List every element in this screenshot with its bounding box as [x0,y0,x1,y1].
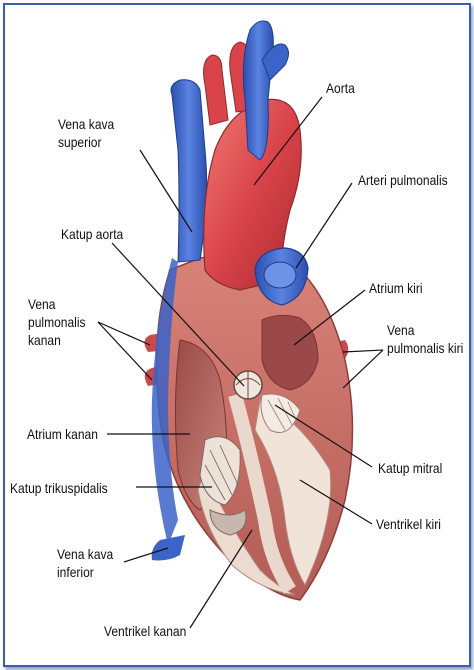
label-vena-pulmonalis-kiri-line2: pulmonalis kiri [387,340,464,356]
label-aorta: Aorta [326,80,355,96]
ventrikel-kiri-wall [254,399,332,587]
label-vena-pulmonalis-kanan-line3: kanan [28,332,61,348]
label-katup-aorta: Katup aorta [61,226,124,242]
katup-aorta-valve [233,370,263,400]
vena-kava-superior-vessel [170,79,208,263]
label-ventrikel-kanan: Ventrikel kanan [104,623,187,639]
label-katup-trikuspidalis: Katup trikuspidalis [10,480,108,496]
label-atrium-kanan: Atrium kanan [27,426,98,442]
atrium-kiri-cavity [261,314,319,391]
leader-lines [97,96,384,629]
label-vena-kava-superior-line1: Vena kava [58,116,115,132]
label-vena-kava-superior-line2: superior [58,134,102,150]
label-katup-mitral: Katup mitral [378,460,443,476]
katup-trikuspidalis-valve [199,436,247,536]
label-vena-kava-inferior-line2: inferior [57,564,94,580]
vena-kava-inferior-vessel [151,535,185,561]
label-ventrikel-kiri: Ventrikel kiri [376,516,441,532]
label-vena-pulmonalis-kiri-line1: Vena [387,322,415,338]
label-vena-pulmonalis-kanan-line1: Vena [28,296,56,312]
label-atrium-kiri: Atrium kiri [369,280,423,296]
label-vena-pulmonalis-kanan-line2: pulmonalis [28,314,86,330]
label-vena-kava-inferior-line1: Vena kava [57,546,114,562]
label-arteri-pulmonalis: Arteri pulmonalis [358,172,448,188]
